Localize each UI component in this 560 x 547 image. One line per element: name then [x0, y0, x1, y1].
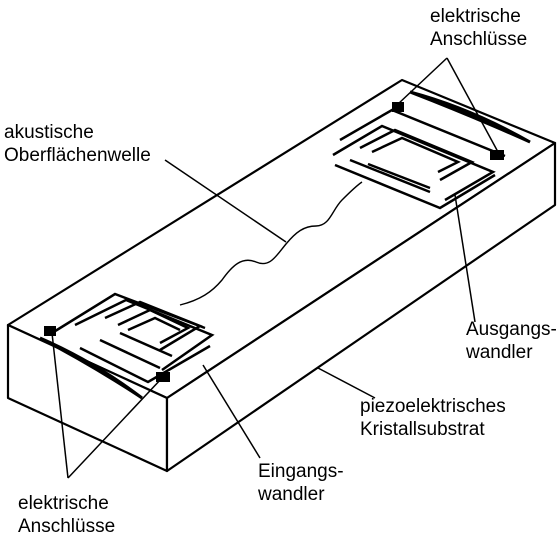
input-pad-left	[44, 326, 56, 336]
label-ausgangswandler: Ausgangs- wandler	[466, 319, 557, 363]
label-akustische-oberflaechenwelle: akustische Oberflächenwelle	[4, 122, 151, 166]
leader-akustisch	[164, 159, 287, 243]
output-pad-left	[392, 102, 404, 112]
leader-eingang	[202, 364, 261, 459]
label-elektrische-anschluesse-bottom: elektrische Anschlüsse	[18, 493, 116, 537]
substrate-side-face	[165, 141, 557, 473]
leader-anschluesse-bottom-1	[51, 332, 69, 479]
leader-lines	[51, 57, 499, 479]
label-eingangswandler: Eingangs- wandler	[258, 461, 344, 505]
label-elektrische-anschluesse-top: elektrische Anschlüsse	[430, 6, 528, 50]
input-pad-right	[156, 372, 170, 382]
label-piezoelektrisches-kristallsubstrat: piezoelektrisches Kristallsubstrat	[360, 396, 506, 440]
leader-anschluesse-bottom-2	[67, 377, 163, 479]
output-transducer	[332, 108, 506, 210]
leader-ausgang	[454, 194, 476, 323]
absorber-left	[39, 336, 143, 400]
leader-substrat	[317, 367, 376, 399]
absorber-right	[409, 90, 531, 144]
acoustic-wave	[179, 181, 363, 306]
leader-anschluesse-top-1	[397, 57, 448, 105]
input-transducer	[51, 292, 215, 384]
output-pad-right	[490, 150, 504, 160]
leader-anschluesse-top-2	[446, 57, 499, 153]
